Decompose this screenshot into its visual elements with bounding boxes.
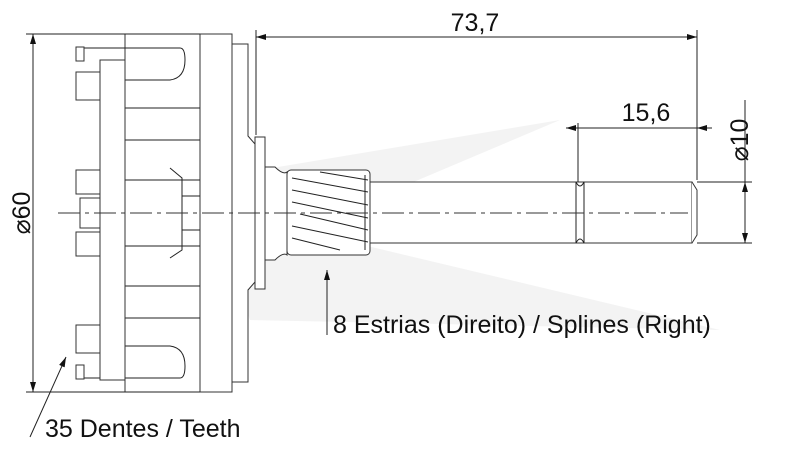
dim-gear-diameter: ⌀60 [8,192,36,235]
dim-end-length: 15,6 [622,99,671,127]
dimension-lines [26,30,752,438]
splines-note: 8 Estrias (Direito) / Splines (Right) [333,311,711,339]
teeth-note: 35 Dentes / Teeth [45,415,241,443]
dim-overall-length: 73,7 [451,9,500,37]
dim-shaft-diameter: ⌀10 [726,119,754,162]
pinion-splines [286,169,371,256]
